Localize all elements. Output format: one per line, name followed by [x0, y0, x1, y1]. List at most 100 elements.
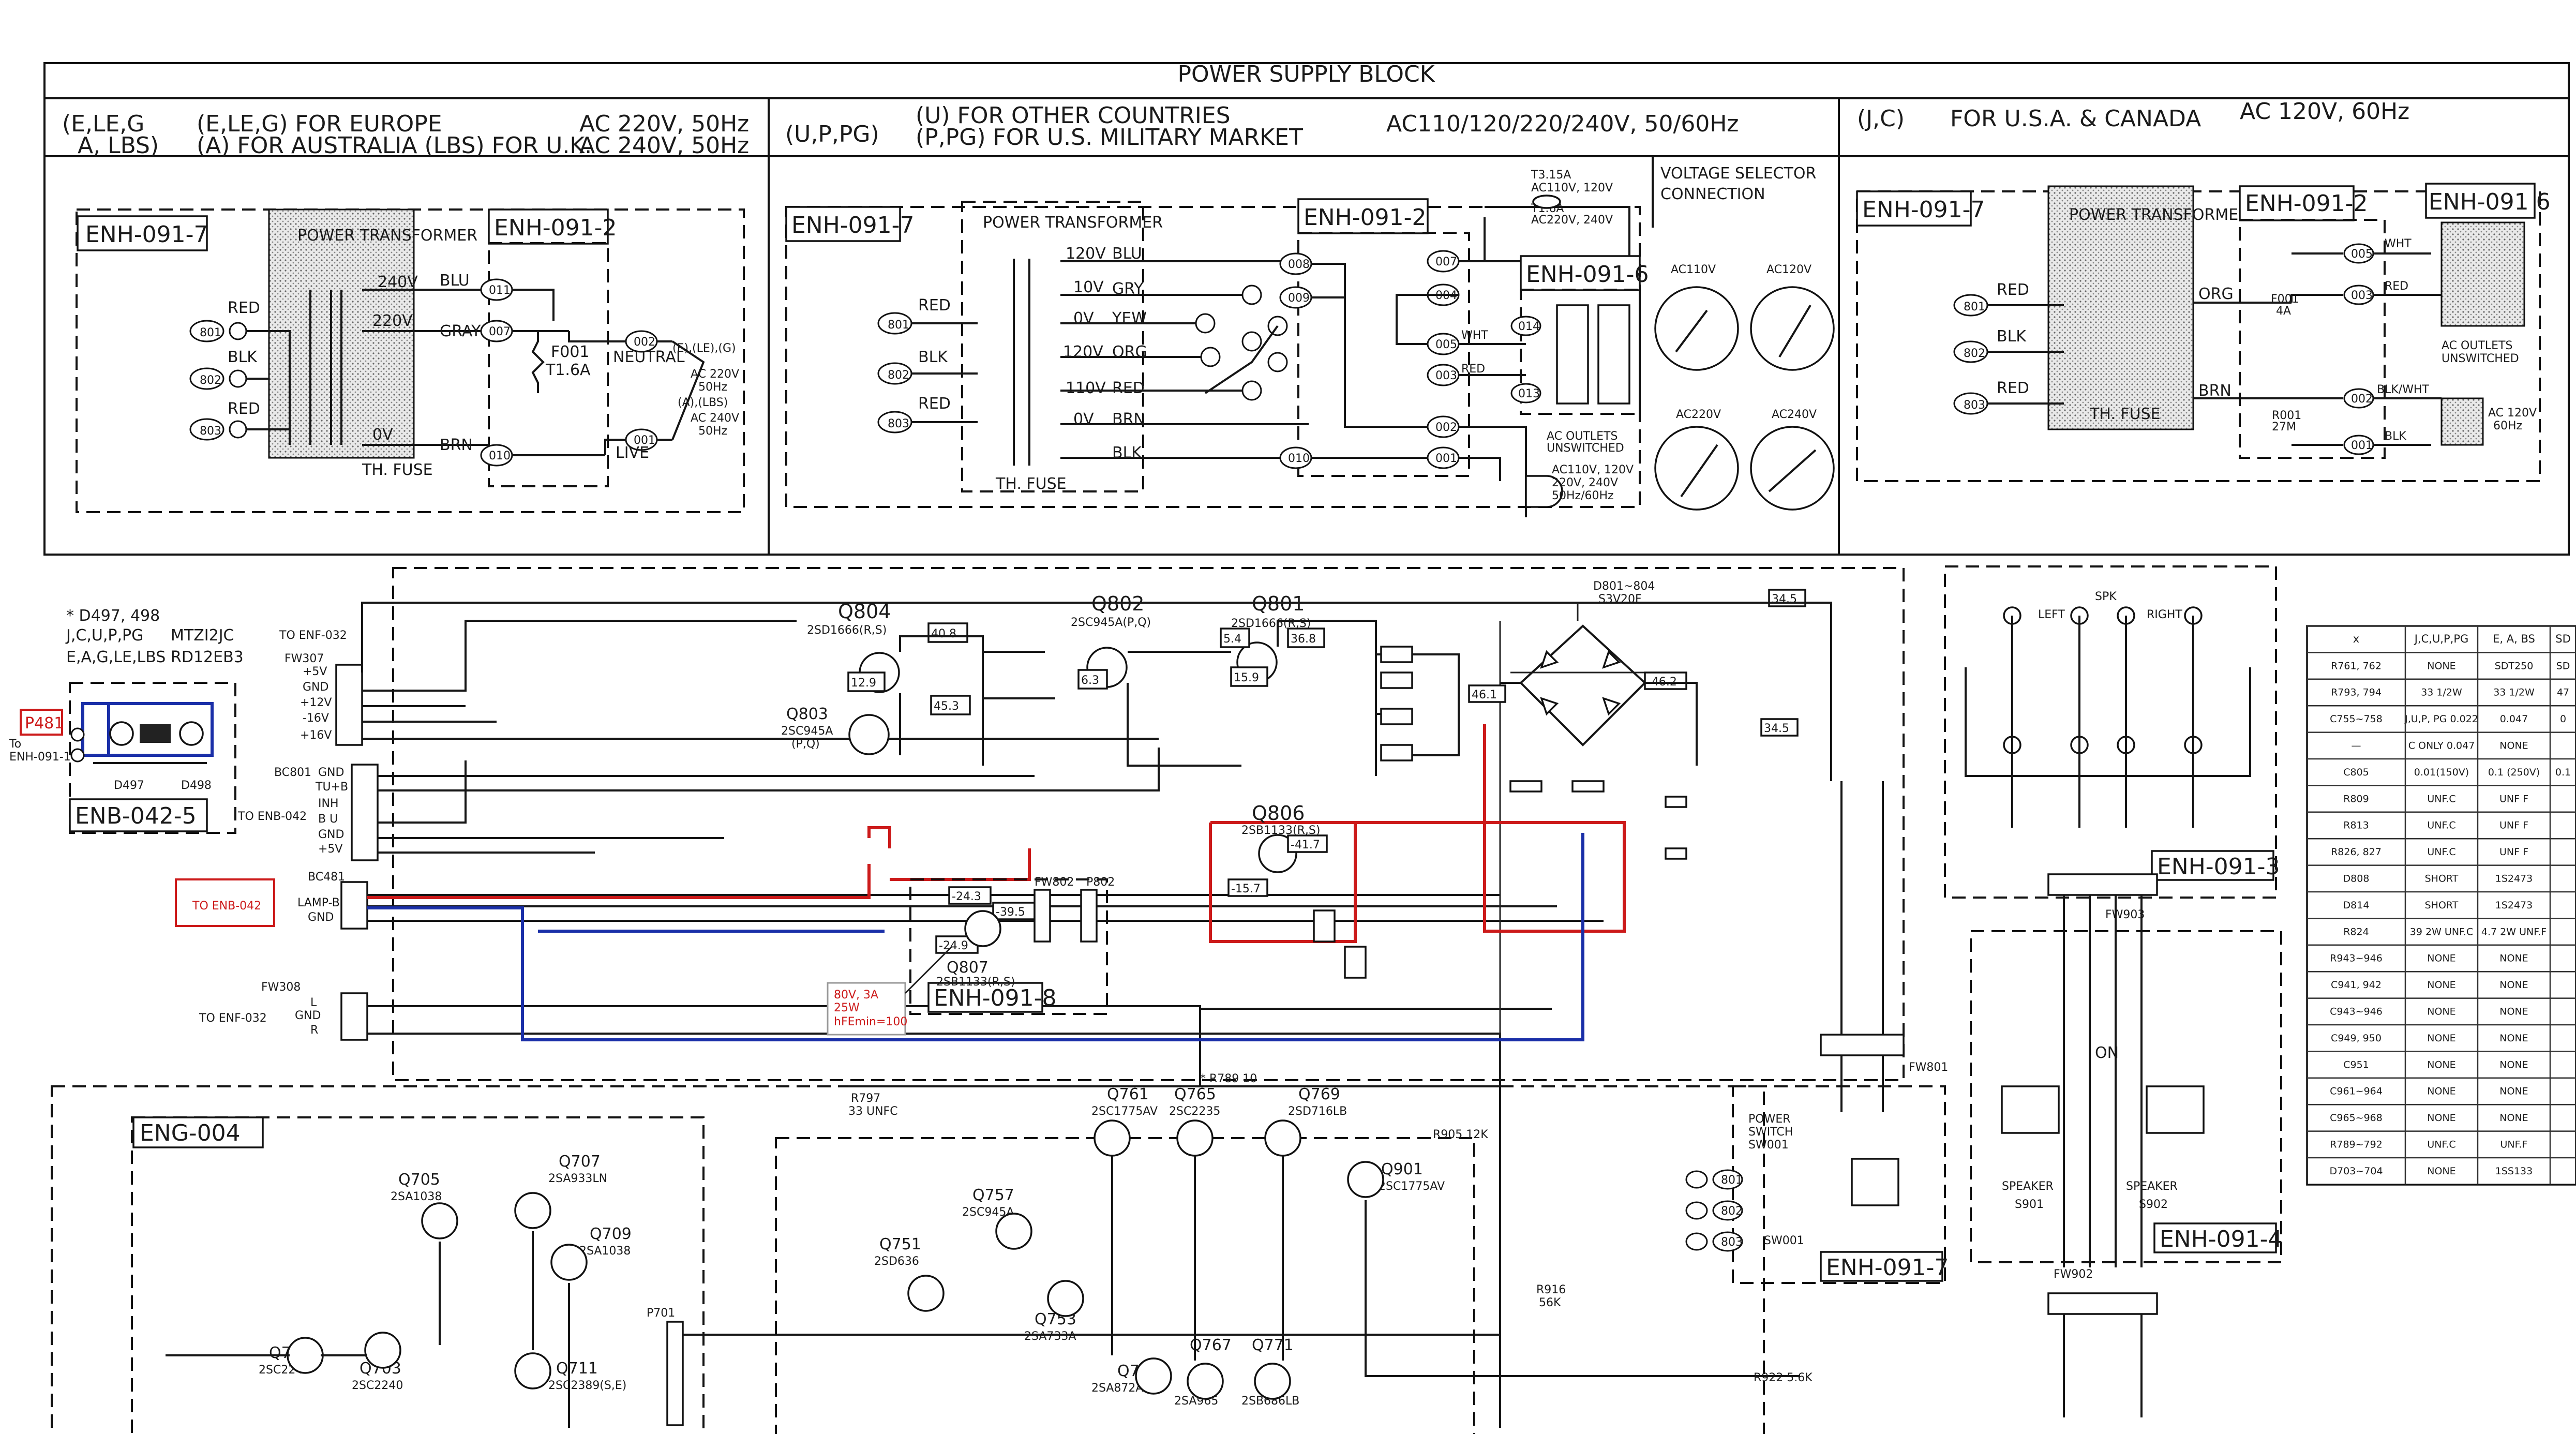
- connector-008-b: 008: [1279, 252, 1312, 275]
- europe-volt-2: AC 240V, 50Hz: [579, 132, 749, 159]
- q769-label: Q769: [1298, 1085, 1340, 1103]
- v-46-1: 46.1: [1472, 689, 1497, 701]
- fuse-f001-rating-c: 4A: [2276, 305, 2291, 318]
- usa-volt: AC 120V, 60Hz: [2240, 98, 2409, 125]
- table-cell: NONE: [2427, 1059, 2455, 1070]
- r797-label: R797: [851, 1092, 880, 1105]
- table-cell: UNF F: [2499, 846, 2528, 858]
- table-cell: SHORT: [2425, 900, 2459, 911]
- table-cell: C805: [2343, 767, 2369, 778]
- e-ac-label: AC 220V: [691, 368, 739, 381]
- left-label: LEFT: [2038, 608, 2065, 621]
- q753-part: 2SA733A: [1024, 1330, 1076, 1343]
- pin-gnd-e: GND: [295, 1009, 321, 1022]
- table-cell: NONE: [2427, 1086, 2455, 1097]
- pin-m16v: -16V: [303, 712, 329, 725]
- v-45-3: 45.3: [934, 700, 959, 713]
- ac-outlets-c: AC OUTLETS: [2442, 339, 2512, 352]
- q807-label: Q807: [947, 959, 989, 977]
- q751-label: Q751: [879, 1235, 921, 1253]
- to-enh-label: ENH-091-1: [9, 751, 71, 764]
- table-cell: C961~964: [2330, 1086, 2383, 1097]
- to-enb-042-a: TO ENB-042: [237, 810, 307, 823]
- svg-text:001: 001: [634, 434, 655, 447]
- table-header-cell: J,C,U,P,PG: [2414, 633, 2469, 645]
- connector-013-b: 013: [1510, 383, 1541, 404]
- spk-label: SPK: [2095, 590, 2117, 603]
- connector-014-b: 014: [1510, 316, 1541, 336]
- q901-label: Q901: [1381, 1160, 1423, 1178]
- table-cell: 0: [2560, 713, 2566, 725]
- pin-l: L: [310, 996, 317, 1009]
- r905-label: R905 12K: [1433, 1128, 1488, 1141]
- svg-text:802: 802: [1721, 1205, 1743, 1218]
- q803-label: Q803: [786, 705, 828, 723]
- v-36-8: 36.8: [1291, 633, 1316, 646]
- ac-plug-volts: AC110V, 120V: [1552, 464, 1634, 476]
- terminal-802-c: 802: [1953, 340, 1988, 363]
- usa-circuit: ENH-091-7 POWER TRANSFORMER 801 802 803 …: [1856, 183, 2551, 482]
- table-cell: 1SS133: [2495, 1166, 2533, 1177]
- table-cell: UNF.C: [2427, 846, 2455, 858]
- note-d497: * D497, 498: [66, 607, 160, 625]
- v-15-9: 15.9: [1234, 671, 1259, 684]
- svg-text:VOLTAGE SELECTOR: VOLTAGE SELECTOR: [1660, 165, 1816, 183]
- table-cell: 1S2473: [2495, 873, 2533, 884]
- s3v20f-label: S3V20F: [1598, 593, 1642, 606]
- enb-042-5-label: ENB-042-5: [75, 803, 197, 829]
- enb-042-5-section: * D497, 498 J,C,U,P,PG E,A,G,LE,LBS MTZI…: [9, 607, 244, 834]
- table-cell: D703~704: [2329, 1166, 2383, 1177]
- tap-0v-b2: 0V: [1073, 410, 1094, 428]
- ac-outlets-b: AC OUTLETS: [1547, 430, 1618, 443]
- svg-text:CONNECTION: CONNECTION: [1660, 185, 1765, 203]
- table-cell: UNF F: [2499, 820, 2528, 831]
- svg-text:007: 007: [489, 325, 511, 338]
- fw902-label: FW902: [2054, 1268, 2093, 1281]
- v-12-9: 12.9: [851, 677, 876, 690]
- table-cell: NONE: [2427, 1112, 2455, 1124]
- eng-004-label: ENG-004: [140, 1120, 241, 1146]
- table-cell: UNF.C: [2427, 1139, 2455, 1150]
- other-volt: AC110/120/220/240V, 50/60Hz: [1386, 111, 1739, 137]
- ac-120v-c: AC 120V: [2488, 407, 2537, 420]
- usa-desc: FOR U.S.A. & CANADA: [1950, 106, 2201, 132]
- svg-text:010: 010: [1288, 452, 1310, 465]
- v-40-8: 40.8: [931, 628, 956, 640]
- fw903-label: FW903: [2105, 908, 2145, 921]
- q707-part: 2SA933LN: [548, 1172, 607, 1185]
- q807-part: 2SB1133(R,S): [936, 976, 1015, 989]
- pin-bu: B U: [318, 813, 338, 826]
- wire-brn-b: BRN: [1112, 410, 1145, 428]
- q705-label: Q705: [398, 1171, 440, 1189]
- table-header-cell: x: [2353, 633, 2359, 645]
- terminal-802-a: 802: [189, 367, 224, 390]
- a-hz-label: 50Hz: [698, 425, 727, 438]
- svg-text:013: 013: [1518, 387, 1540, 400]
- table-cell: NONE: [2499, 953, 2528, 964]
- europe-volt-1: AC 220V, 50Hz: [579, 111, 749, 137]
- table-cell: R943~946: [2330, 953, 2383, 964]
- enh-091-7-label-c: ENH-091-7: [1862, 197, 1985, 223]
- svg-text:801: 801: [200, 326, 221, 339]
- v-6-3: 6.3: [1081, 674, 1099, 687]
- table-cell: 39 2W UNF.C: [2410, 926, 2473, 937]
- wire-red-c: RED: [1997, 281, 2029, 299]
- europe-desc-2: (A) FOR AUSTRALIA (LBS) FOR U.K.: [197, 132, 592, 159]
- table-cell: 47: [2557, 687, 2569, 698]
- table-cell: R761, 762: [2331, 660, 2382, 671]
- r922-label: R922 5.6K: [1754, 1371, 1813, 1384]
- part-rd12eb3: RD12EB3: [171, 648, 244, 666]
- q765-label: Q765: [1174, 1085, 1216, 1103]
- highlight-traces: [367, 724, 1626, 1041]
- pin-tu-b: TU+B: [315, 781, 348, 794]
- table-cell: NONE: [2427, 1006, 2455, 1017]
- pin-gnd-c: GND: [318, 828, 344, 841]
- table-cell: SDT250: [2495, 660, 2534, 671]
- table-header-cell: E, A, BS: [2493, 633, 2535, 645]
- table-cell: 33 1/2W: [2421, 687, 2462, 698]
- wire-red-c2: RED: [1997, 379, 2029, 397]
- svg-text:AC110V: AC110V: [1671, 263, 1716, 276]
- q757-label: Q757: [972, 1186, 1014, 1204]
- to-enf-032-b: TO ENF-032: [199, 1012, 267, 1025]
- connector-005-c: 005: [2343, 243, 2374, 264]
